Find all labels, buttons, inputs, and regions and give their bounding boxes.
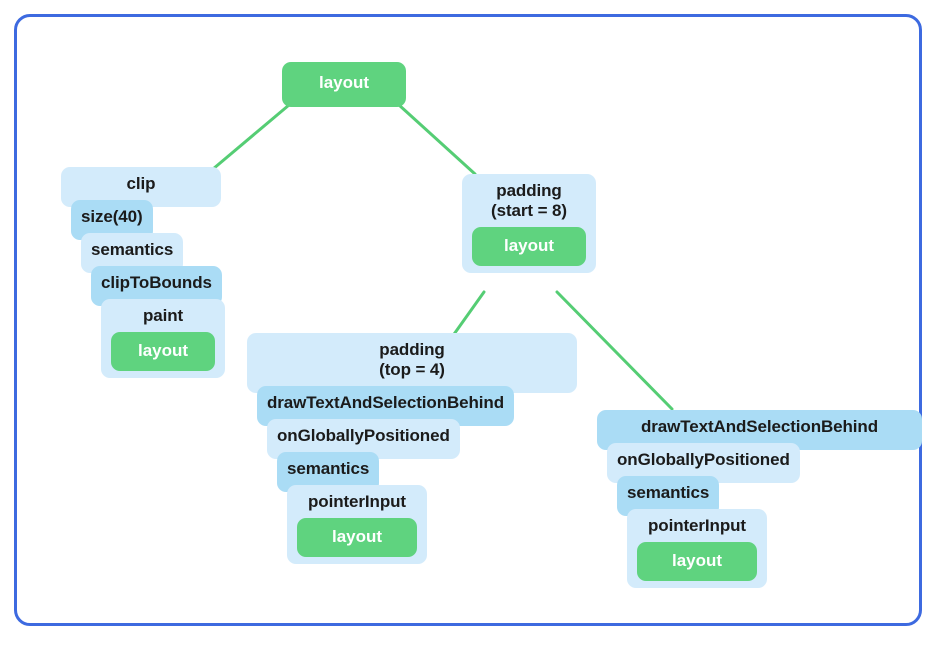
node-label-semantics-mid: semantics (287, 459, 370, 479)
leaf-layout-root[interactable]: layout (282, 62, 406, 107)
node-label-semantics-right: semantics (627, 483, 710, 503)
node-semantics-right[interactable]: semantics pointerInput layout (617, 476, 767, 589)
node-label-pointerinput-right: pointerInput (648, 516, 746, 536)
node-label-padding-start: padding (start = 8) (491, 181, 567, 221)
node-semantics-mid[interactable]: semantics pointerInput layout (277, 452, 427, 565)
node-drawtextandselectionbehind-right[interactable]: drawTextAndSelectionBehind onGloballyPos… (597, 410, 922, 589)
node-padding-start[interactable]: padding (start = 8) layout (462, 174, 596, 274)
node-cliptobounds[interactable]: clipToBounds paint layout (91, 266, 225, 379)
edge-padding-to-mid (450, 290, 486, 339)
node-pointerinput-mid[interactable]: pointerInput layout (287, 485, 427, 565)
node-size-40[interactable]: size(40) semantics clipToBounds paint la… (71, 200, 225, 379)
node-pointerinput-right[interactable]: pointerInput layout (627, 509, 767, 589)
edge-root-to-clip (211, 103, 291, 171)
node-label-pointerinput-mid: pointerInput (308, 492, 406, 512)
node-label-drawtext-right: drawTextAndSelectionBehind (640, 417, 878, 436)
leaf-layout-clip[interactable]: layout (111, 332, 215, 372)
node-drawtextandselectionbehind-mid[interactable]: drawTextAndSelectionBehind onGloballyPos… (257, 386, 515, 565)
node-label-cliptobounds: clipToBounds (101, 273, 212, 293)
node-label-ongloballypositioned-right: onGloballyPositioned (617, 450, 790, 470)
node-label-padding-top: padding (top = 4) (379, 340, 445, 380)
node-semantics[interactable]: semantics clipToBounds paint layout (81, 233, 225, 379)
node-label-drawtext-mid: drawTextAndSelectionBehind (267, 393, 505, 413)
node-paint[interactable]: paint layout (101, 299, 225, 379)
node-ongloballypositioned-mid[interactable]: onGloballyPositioned semantics pointerIn… (267, 419, 460, 565)
leaf-layout-right[interactable]: layout (637, 542, 757, 582)
node-label-paint: paint (142, 306, 184, 326)
node-label-clip: clip (126, 174, 156, 193)
node-clip[interactable]: clip size(40) semantics clipToBounds pai… (61, 167, 225, 379)
leaf-layout-padding-start[interactable]: layout (472, 227, 586, 267)
node-label-size-40: size(40) (81, 207, 143, 227)
edge-root-to-padding (397, 103, 477, 176)
node-root-layout[interactable]: layout (282, 62, 406, 107)
diagram-canvas: layout clip size(40) semantics clipToBou… (14, 14, 922, 626)
leaf-layout-mid[interactable]: layout (297, 518, 417, 558)
node-label-ongloballypositioned-mid: onGloballyPositioned (277, 426, 450, 446)
node-ongloballypositioned-right[interactable]: onGloballyPositioned semantics pointerIn… (607, 443, 800, 589)
node-label-semantics: semantics (91, 240, 174, 260)
node-padding-top[interactable]: padding (top = 4) drawTextAndSelectionBe… (247, 333, 577, 565)
